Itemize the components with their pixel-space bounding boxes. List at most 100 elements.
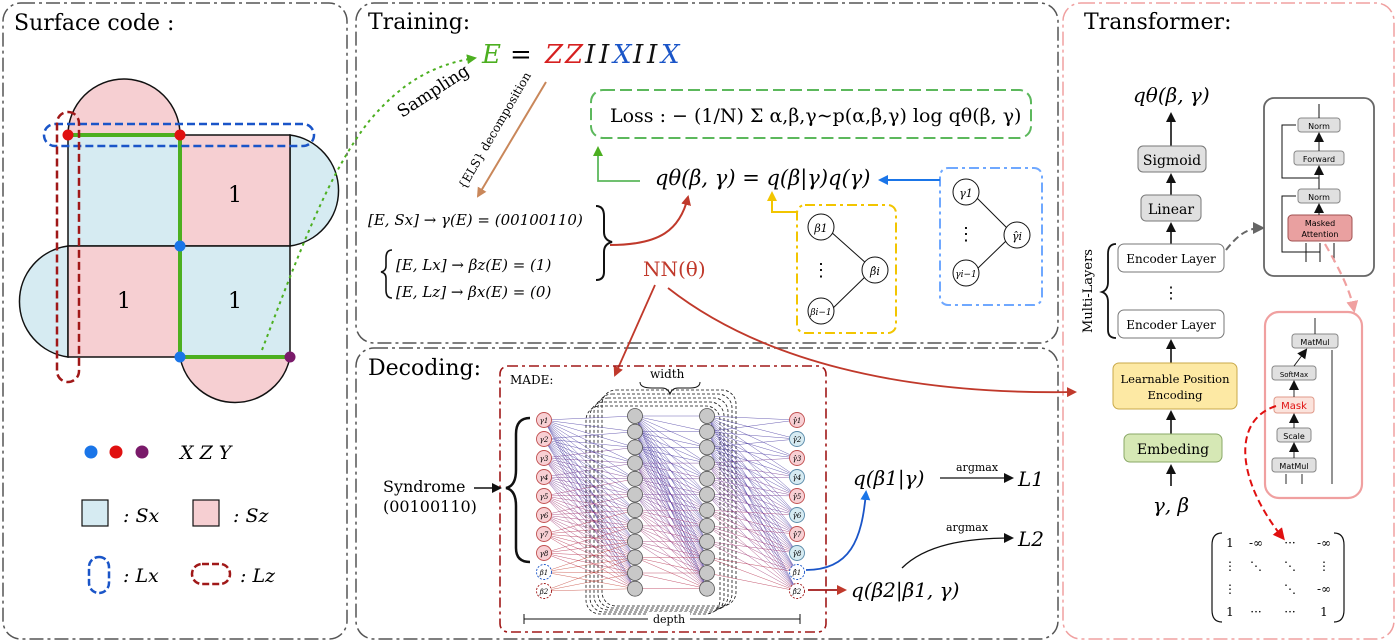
depth-label: depth: [653, 613, 685, 626]
hidden1-node-4: [627, 455, 643, 472]
legend-lx-swatch: [87, 555, 111, 595]
attn-matmul-top-label: MatMul: [1300, 338, 1329, 347]
attn-matmul-bottom-label: MatMul: [1279, 462, 1308, 471]
gamma-node-target: [1003, 221, 1031, 249]
gamma-node-dots: ⋮: [957, 224, 975, 245]
position-encoding-label-1: Learnable Position: [1121, 372, 1231, 386]
position-encoding-block: [1112, 362, 1238, 410]
output-node-label-7: γ̂7: [793, 530, 802, 539]
eq-syndrome: [E, Sx] → γ(E) = (00100110): [368, 211, 583, 229]
syndrome-brace: [505, 416, 531, 564]
sx-plaquette-br: [179, 245, 291, 358]
panel-decoding-frame: [355, 347, 1059, 640]
output-node-label-3: γ̂3: [793, 454, 802, 463]
matrix-cell-3-2: ···: [1284, 605, 1295, 619]
matrix-cell-3-0: 1: [1226, 605, 1234, 619]
matrix-cell-1-3: ⋮: [1318, 559, 1330, 573]
gamma-edge-2: [974, 239, 1008, 272]
beta-edge-1: [829, 230, 868, 265]
beta-box-arrow: [767, 191, 797, 213]
matrix-cell-2-0: ⋮: [1224, 582, 1236, 596]
output-node-1: [789, 412, 805, 428]
eq-left-brace: [380, 249, 393, 299]
gamma-node-1-label: γ1: [959, 187, 973, 200]
hidden-layer-stack: [585, 389, 737, 615]
y-error-dot: [284, 351, 296, 363]
output-node-label-10: β̂2: [792, 587, 802, 596]
sz-plaquette-tr: [179, 134, 291, 247]
output-node-8: [789, 545, 805, 561]
nn-to-made-arrow: [613, 284, 656, 377]
gamma-node-2: [952, 259, 980, 287]
legend-y-dot: [135, 445, 149, 459]
beta-edge-2: [829, 274, 868, 312]
loss-formula: Loss : − (1/N) Σ α,β,γ∼p(α,β,γ) log qθ(β…: [610, 105, 1021, 127]
input-node-6: [536, 507, 552, 523]
encoder-layer-top-label: Encoder Layer: [1126, 252, 1216, 266]
legend-lz-swatch: [190, 562, 232, 586]
input-node-label-10: β2: [539, 588, 549, 596]
panel-training-frame: [355, 2, 1059, 344]
output-node-10: [789, 583, 805, 599]
surface-title: Surface code :: [14, 11, 174, 36]
depth-label-bg: [648, 612, 690, 626]
hidden2-node-11: [699, 565, 715, 581]
beta-node-target: [861, 256, 889, 284]
multi-layers-brace: [1099, 243, 1117, 339]
attn-mask-label: Mask: [1281, 401, 1307, 412]
factorization-formula: qθ(β, γ) = q(β|γ)q(γ): [655, 166, 870, 191]
sz-plaquette-bl: [67, 245, 181, 358]
nn-label: NN(θ): [643, 257, 706, 281]
decomposition-label: {ELS} decomposition: [455, 69, 534, 191]
sx-left-half-plaquette: [18, 245, 69, 358]
eq-lx: [E, Lx] → βz(E) = (1): [396, 256, 551, 274]
pauli-2: Z: [564, 40, 584, 70]
embedding-block: [1123, 433, 1223, 463]
input-node-7: [536, 526, 552, 542]
training-title: Training:: [368, 10, 470, 35]
matrix-cell-1-0: ⋮: [1224, 559, 1236, 573]
output-node-label-5: γ̂5: [793, 492, 802, 501]
pauli-4: I: [598, 40, 610, 70]
width-label: width: [650, 367, 685, 381]
multi-layers-label: Multi-Layers: [1081, 249, 1096, 333]
input-node-label-3: γ3: [540, 455, 549, 463]
attention-arrows: [1285, 318, 1333, 484]
hidden1-node-12: [627, 580, 643, 597]
input-node-3: [536, 450, 552, 466]
decoding-title: Decoding:: [368, 356, 481, 381]
legend-z-dot: [109, 445, 123, 459]
sz-top-half-plaquette: [67, 78, 181, 136]
output-node-label-9: β̂1: [792, 568, 802, 577]
hidden1-node-2: [627, 423, 643, 440]
detail-forward-label: Forward: [1303, 155, 1335, 164]
q1-text: q(β1|γ): [853, 466, 924, 491]
encoder-layer-bottom: [1117, 309, 1225, 339]
hidden1-node-9: [627, 533, 643, 550]
hidden2-node-1: [699, 408, 715, 424]
input-node-label-4: γ4: [540, 474, 549, 482]
z-error-dot-1: [62, 129, 74, 141]
matrix-cell-0-3: -∞: [1317, 536, 1331, 550]
matrix-left-bracket: [1211, 532, 1223, 623]
beta-conditional-box: [796, 204, 897, 334]
hidden2-node-10: [699, 549, 715, 566]
argmax-label-1: argmax: [956, 461, 999, 474]
eq-to-nn-arrow: [609, 195, 691, 246]
legend-x-dot: [84, 445, 98, 459]
hidden1-node-3: [627, 439, 643, 456]
argmax-label-2: argmax: [946, 521, 989, 534]
transformer-output-label: qθ(β, γ): [1133, 83, 1210, 107]
input-node-label-2: γ2: [540, 436, 549, 444]
input-node-label-7: γ7: [540, 531, 549, 539]
matrix-cell-2-3: -∞: [1317, 582, 1331, 596]
transformer-title: Transformer:: [1084, 10, 1231, 35]
detail-norm-top-label: Norm: [1308, 122, 1330, 131]
factorization-to-loss-arrow: [593, 146, 640, 182]
output-node-7: [789, 526, 805, 542]
hidden2-node-8: [699, 518, 715, 534]
hidden1-node-10: [627, 549, 643, 566]
detail-masked-attention: [1287, 214, 1353, 242]
